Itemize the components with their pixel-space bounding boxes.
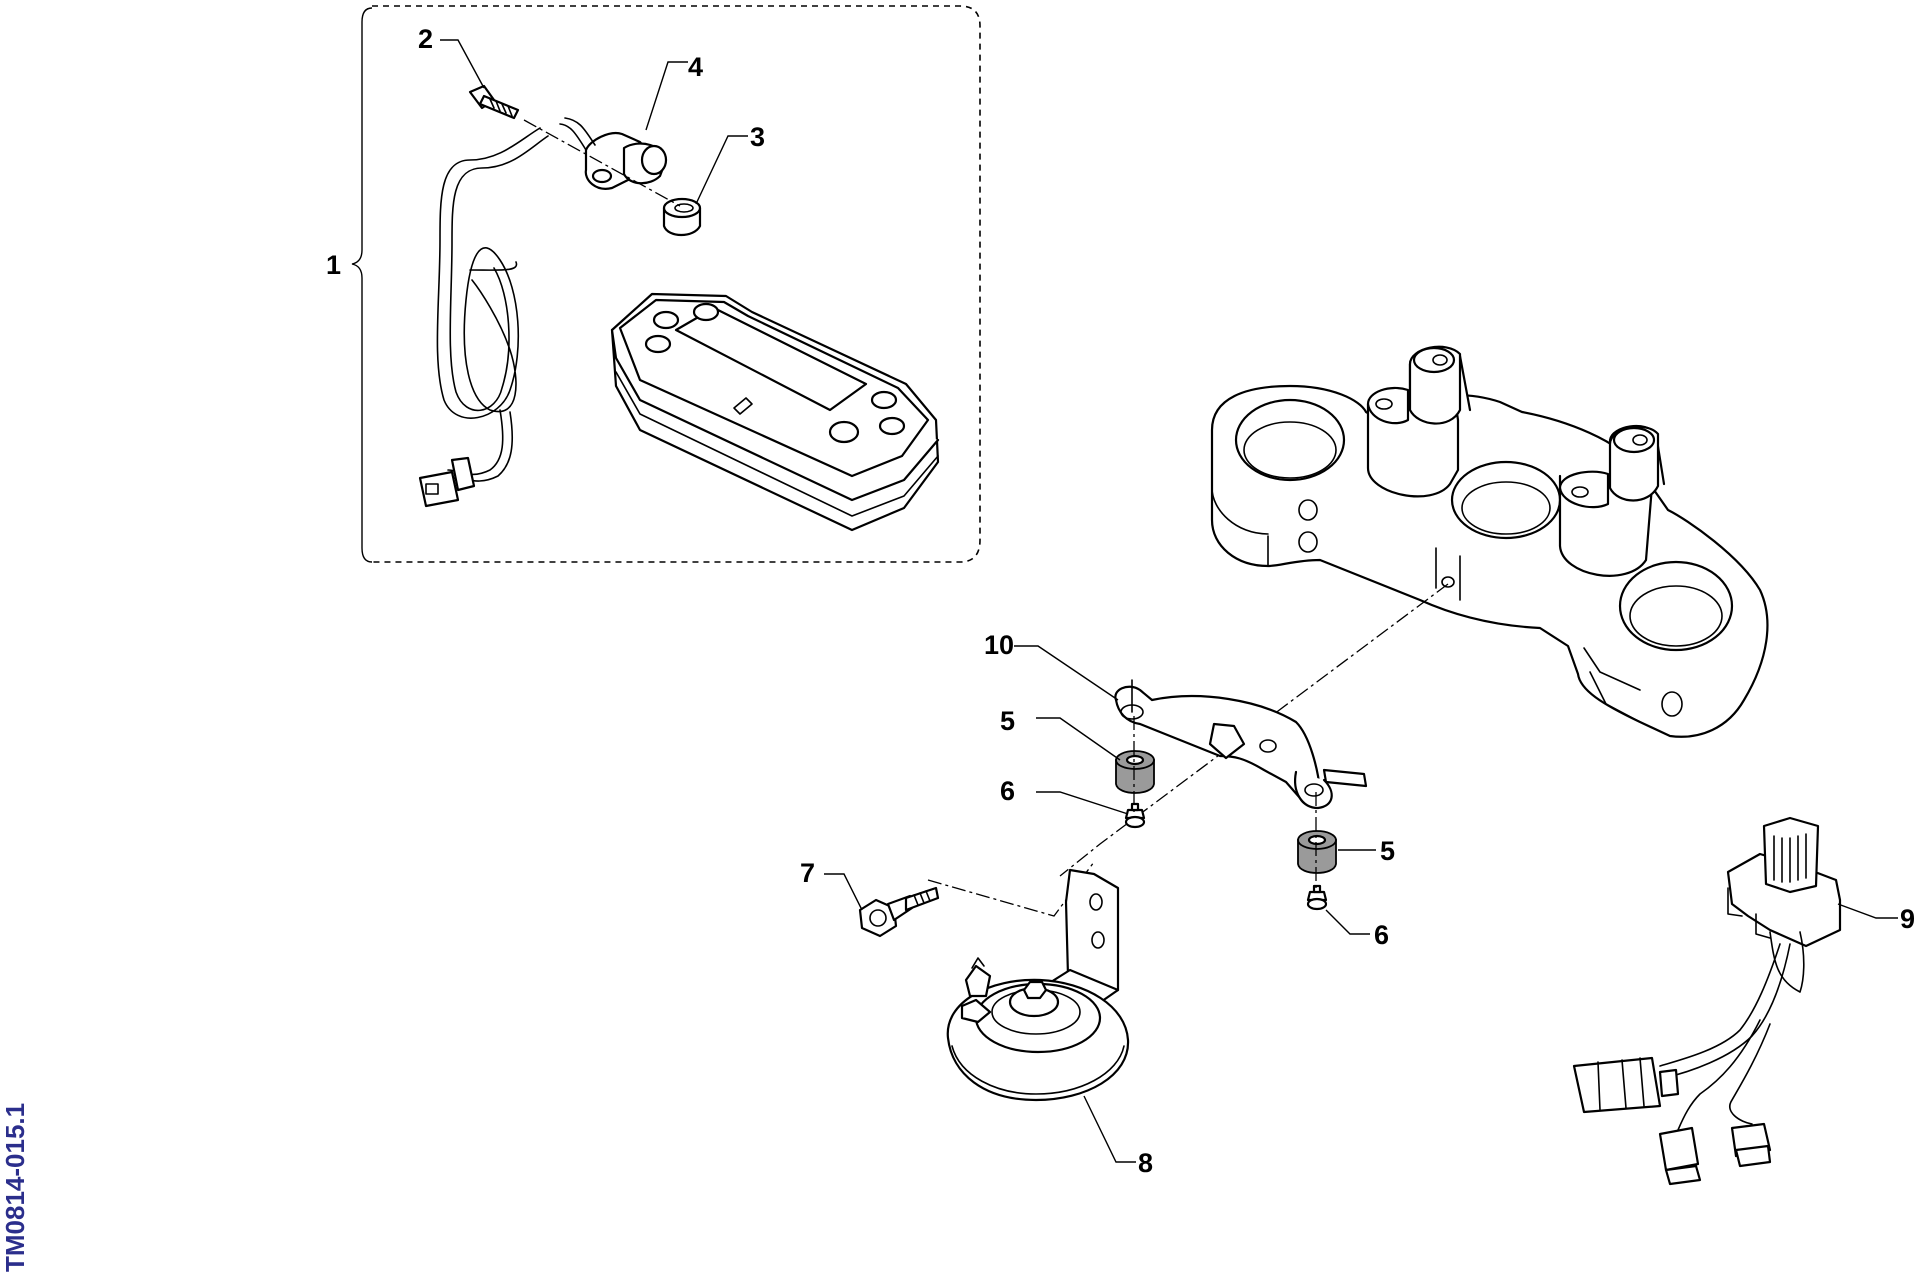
screw-right — [1306, 884, 1328, 911]
kit-group-bracket — [351, 5, 981, 563]
rubber-mount-right — [1297, 830, 1337, 874]
sensor-screw — [468, 84, 520, 120]
callout-10: 10 — [984, 630, 1014, 660]
wiring-harness — [1572, 816, 1842, 1186]
callout-7: 7 — [800, 858, 815, 888]
callout-3: 3 — [750, 122, 765, 152]
sensor-axis-line — [523, 119, 681, 207]
callout-6-right: 6 — [1374, 920, 1389, 950]
callout-leaders — [440, 39, 1898, 1163]
callout-9: 9 — [1900, 904, 1915, 934]
callout-4: 4 — [688, 52, 703, 82]
digital-dashboard — [610, 292, 940, 532]
horn-bolt — [858, 886, 940, 938]
sensor-spacer — [662, 197, 702, 237]
callout-8: 8 — [1138, 1148, 1153, 1178]
callout-labels: 1 2 4 3 10 5 6 5 6 7 8 9 — [326, 24, 1915, 1178]
callout-5-right: 5 — [1380, 836, 1395, 866]
screw-left — [1124, 802, 1146, 829]
horn-support-bracket — [1114, 679, 1368, 810]
callout-6-left: 6 — [1000, 776, 1015, 806]
sensor-cable — [418, 127, 549, 508]
callout-2: 2 — [418, 24, 433, 54]
document-id: TM0814-015.1 — [0, 1103, 30, 1272]
clamp-axis-line — [1059, 583, 1449, 877]
speed-sensor — [559, 117, 668, 190]
upper-triple-clamp — [1210, 345, 1769, 738]
callout-5-left: 5 — [1000, 706, 1015, 736]
callout-1: 1 — [326, 250, 341, 280]
horn — [946, 868, 1130, 1102]
rubber-mount-left — [1115, 750, 1155, 794]
